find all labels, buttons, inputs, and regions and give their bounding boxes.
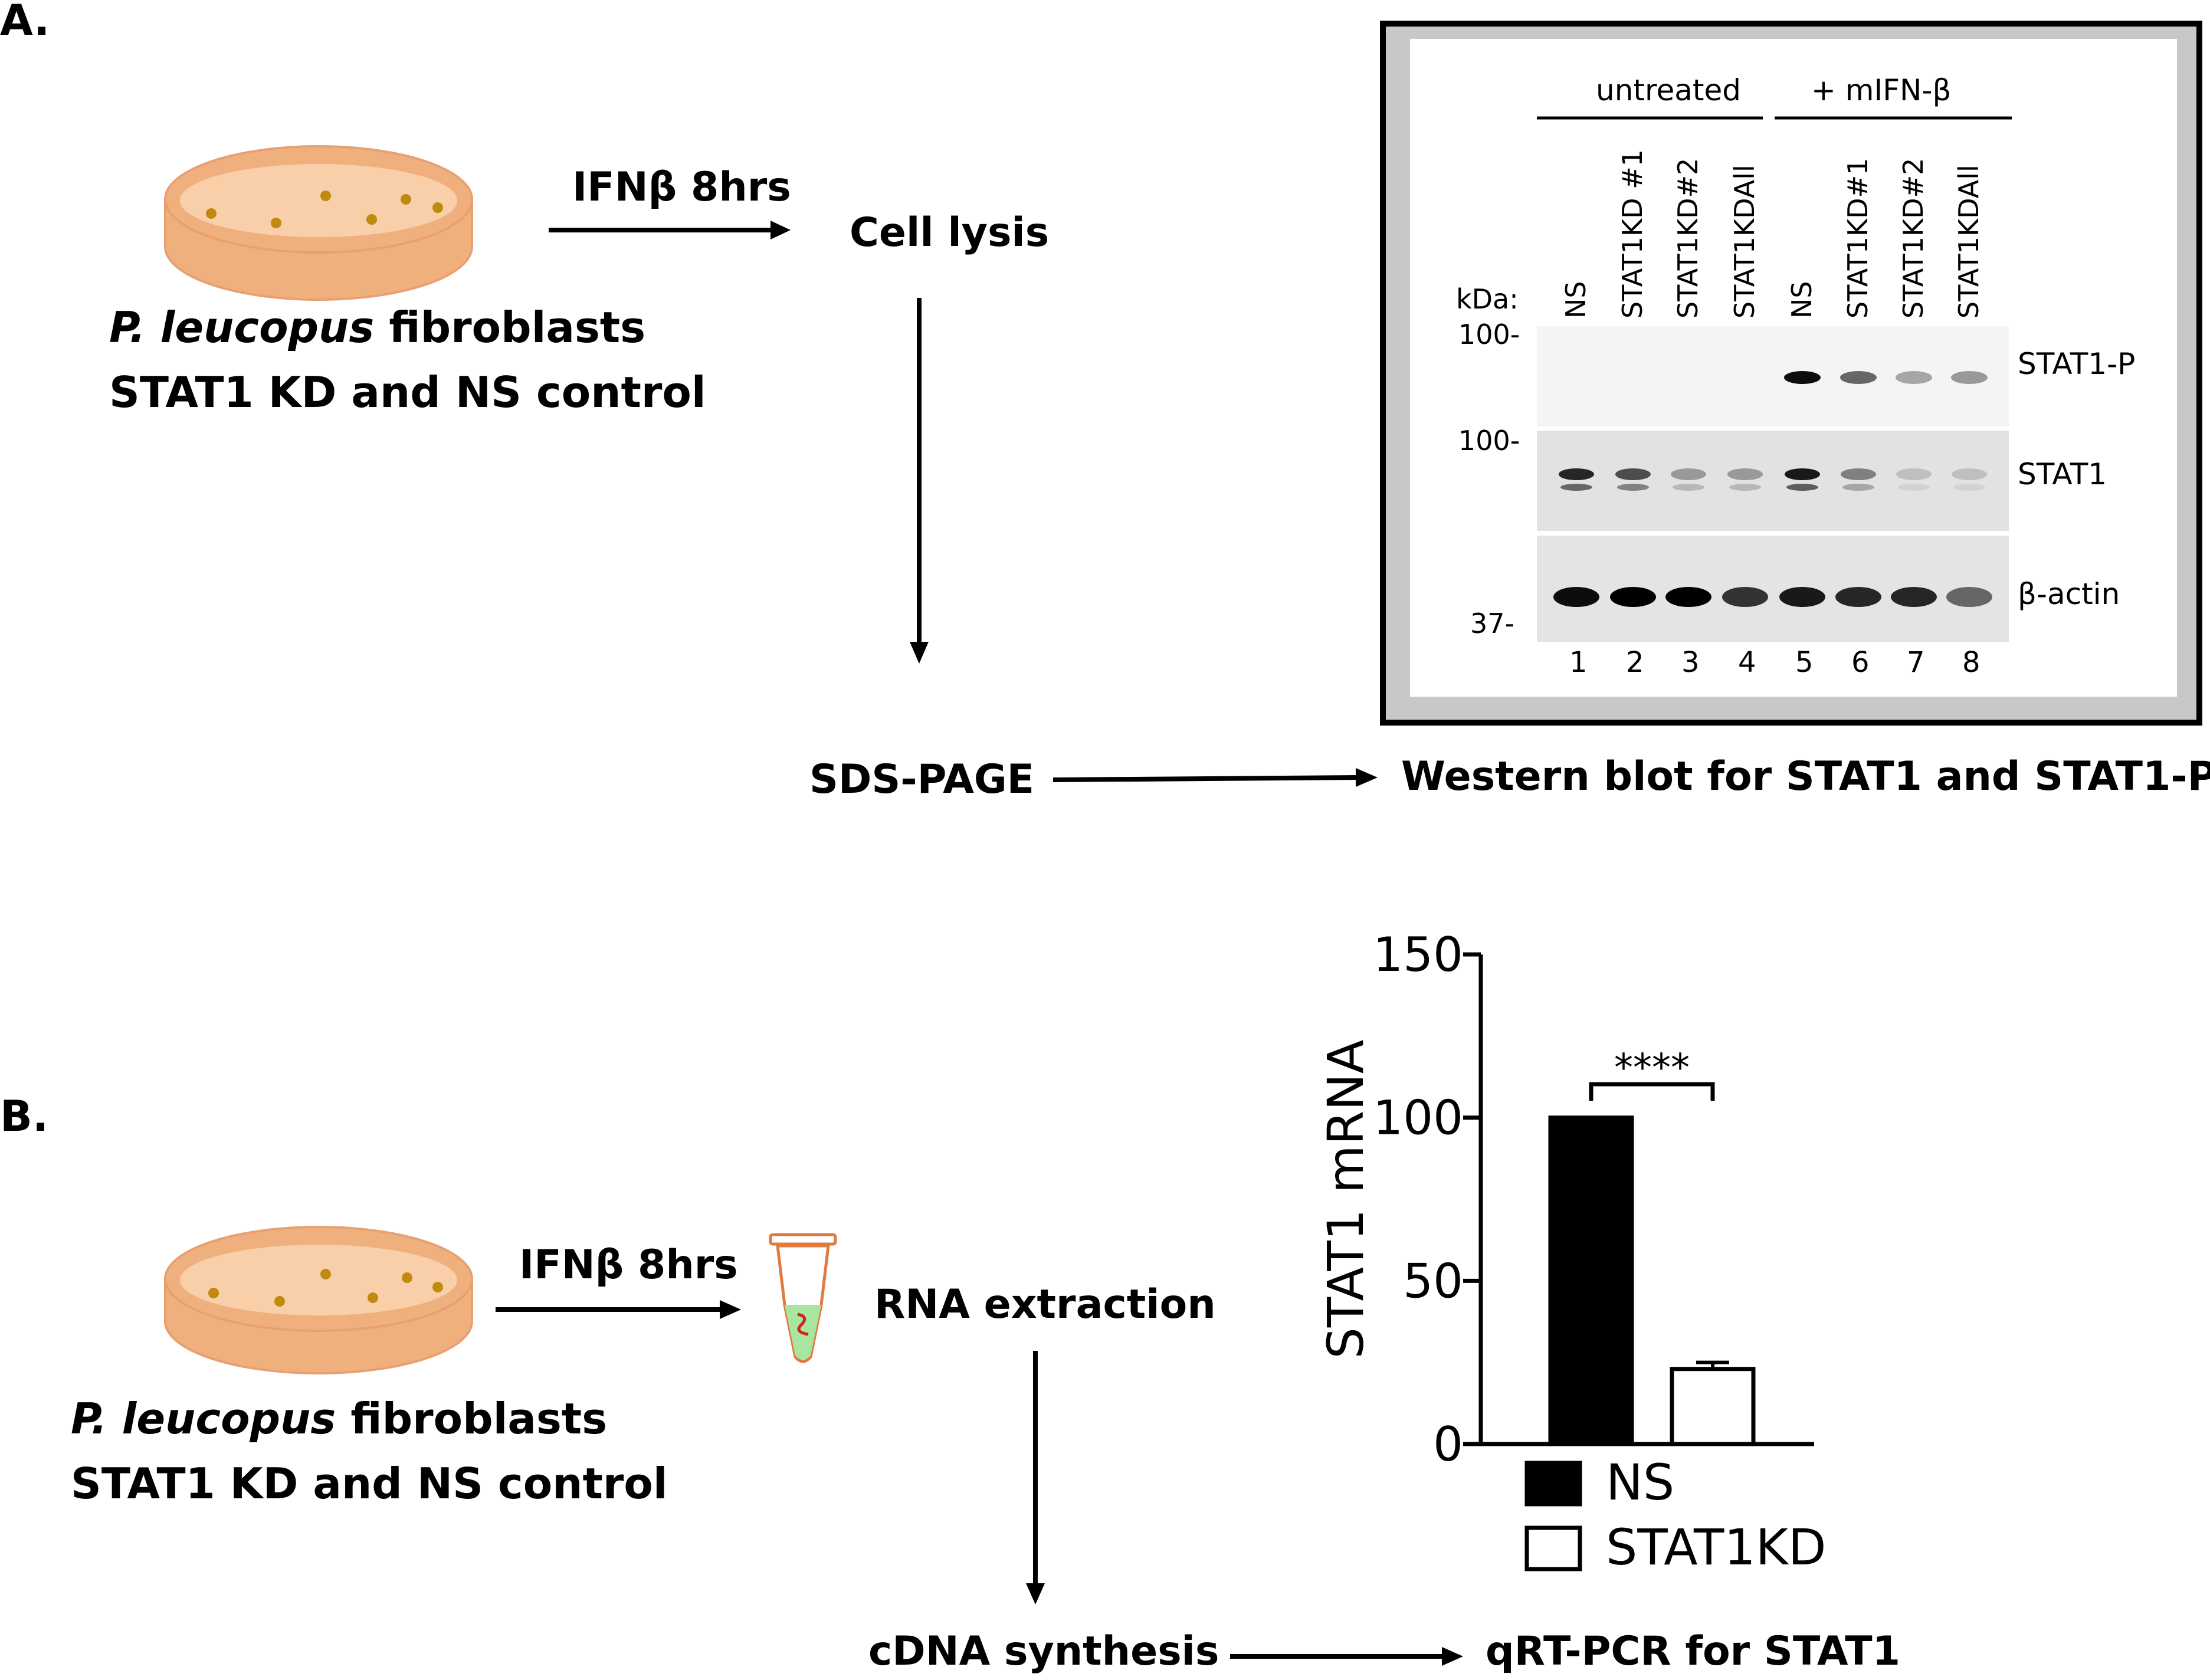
arrow-treatment-a [549, 221, 791, 239]
cells-line2-b: STAT1 KD and NS control [71, 1459, 668, 1508]
band-actin [1665, 587, 1711, 607]
legend-label: NS [1606, 1453, 1674, 1511]
lane-label: NS [1786, 281, 1818, 319]
band-stat1 [1559, 468, 1594, 480]
arrow-rna-cdna [1026, 1351, 1045, 1604]
lane-label: STAT1KD#1 [1842, 158, 1874, 319]
lane-number: 2 [1626, 646, 1644, 679]
lane-label: STAT1KDAll [1729, 165, 1760, 319]
band-stat1 [1841, 468, 1876, 480]
bar-stat1kd [1670, 1367, 1756, 1446]
band-stat1-lower [1617, 484, 1649, 491]
y-tick-label: 0 [1433, 1417, 1463, 1472]
petri-dish-b [164, 1226, 473, 1374]
step-sds-page: SDS-PAGE [809, 756, 1035, 803]
marker-100-b: 100- [1458, 425, 1520, 457]
band-stat1p [1840, 371, 1877, 384]
band-label-stat1: STAT1 [2018, 457, 2107, 491]
band-stat1 [1727, 468, 1763, 480]
treatment-label-a: IFNβ 8hrs [572, 164, 791, 211]
lane-number: 8 [1962, 646, 1981, 679]
band-stat1 [1952, 468, 1987, 480]
band-stat1 [1615, 468, 1651, 480]
band-stat1-lower [1786, 484, 1818, 491]
band-stat1-lower [1729, 484, 1761, 491]
strip-actin [1537, 536, 2009, 642]
lane-number: 6 [1851, 646, 1870, 679]
species-name-a: P. leucopus [109, 303, 375, 352]
band-stat1p [1951, 371, 1988, 384]
marker-37: 37- [1470, 608, 1515, 639]
band-label-stat1p: STAT1-P [2018, 347, 2136, 381]
band-stat1p [1784, 371, 1821, 384]
band-actin [1891, 587, 1937, 607]
panel-b-label: B. [0, 1091, 49, 1141]
significance-label: **** [1614, 1046, 1690, 1090]
legend-label: STAT1KD [1606, 1518, 1827, 1576]
petri-dish-a [164, 145, 473, 301]
treatment-label-b: IFNβ 8hrs [519, 1242, 738, 1288]
bar-ns [1548, 1115, 1634, 1446]
band-actin [1946, 587, 1992, 607]
blot-bands [1553, 371, 1992, 607]
lane-label: STAT1KD#2 [1672, 158, 1704, 319]
cells-line2-a: STAT1 KD and NS control [109, 368, 706, 417]
arrow-sds-western [1052, 768, 1378, 787]
step-qrt-pcr: qRT-PCR for STAT1 [1486, 1628, 1901, 1675]
panel-a-label: A. [0, 0, 50, 45]
band-actin [1722, 587, 1768, 607]
band-actin [1610, 587, 1656, 607]
lane-number: 4 [1738, 646, 1756, 679]
step-western-blot: Western blot for STAT1 and STAT1-P [1401, 753, 2210, 800]
band-stat1 [1896, 468, 1932, 480]
lane-label: NS [1560, 281, 1592, 319]
significance-bracket [1589, 1082, 1715, 1101]
y-axis-label: STAT1 mRNA [1317, 1040, 1375, 1359]
legend-swatch [1524, 1525, 1582, 1571]
band-actin [1553, 587, 1599, 607]
lane-number: 1 [1569, 646, 1588, 679]
lane-number: 3 [1681, 646, 1700, 679]
strip-stat1 [1537, 431, 2009, 531]
legend-swatch [1524, 1461, 1582, 1507]
band-stat1-lower [1953, 484, 1985, 491]
y-tick-label: 150 [1373, 927, 1463, 982]
tube-icon [769, 1233, 837, 1363]
cells-type-b: fibroblasts [336, 1394, 608, 1443]
lane-label: STAT1KDAll [1953, 165, 1985, 319]
step-rna-extraction: RNA extraction [874, 1281, 1216, 1328]
lane-label: STAT1KD#2 [1897, 158, 1929, 319]
arrow-cdna-qrt [1230, 1647, 1463, 1666]
arrow-treatment-b [496, 1300, 741, 1319]
lane-label: STAT1KD #1 [1616, 149, 1648, 319]
species-name-b: P. leucopus [71, 1394, 336, 1443]
cells-type-a: fibroblasts [374, 303, 646, 352]
band-actin [1779, 587, 1825, 607]
band-stat1 [1671, 468, 1706, 480]
band-stat1-lower [1560, 484, 1592, 491]
strip-stat1p [1537, 326, 2009, 426]
group-label-untreated: untreated [1596, 73, 1741, 107]
step-cell-lysis: Cell lysis [850, 209, 1050, 256]
band-stat1-lower [1842, 484, 1874, 491]
lane-number: 5 [1795, 646, 1814, 679]
cells-caption-a: P. leucopus fibroblasts STAT1 KD and NS … [109, 295, 706, 425]
band-stat1-lower [1673, 484, 1704, 491]
marker-100-a: 100- [1458, 319, 1520, 350]
arrow-lysis-sds [910, 298, 929, 664]
band-actin [1835, 587, 1881, 607]
band-stat1-lower [1898, 484, 1930, 491]
y-tick-label: 50 [1403, 1254, 1463, 1308]
step-cdna-synthesis: cDNA synthesis [868, 1628, 1219, 1675]
band-label-actin: β-actin [2018, 577, 2120, 611]
y-tick-label: 100 [1373, 1091, 1463, 1146]
kda-label: kDa: [1456, 283, 1519, 315]
band-stat1p [1896, 371, 1932, 384]
lane-number: 7 [1907, 646, 1925, 679]
cells-caption-b: P. leucopus fibroblasts STAT1 KD and NS … [71, 1386, 668, 1516]
band-stat1 [1785, 468, 1820, 480]
group-label-treated: + mIFN-β [1811, 73, 1952, 107]
